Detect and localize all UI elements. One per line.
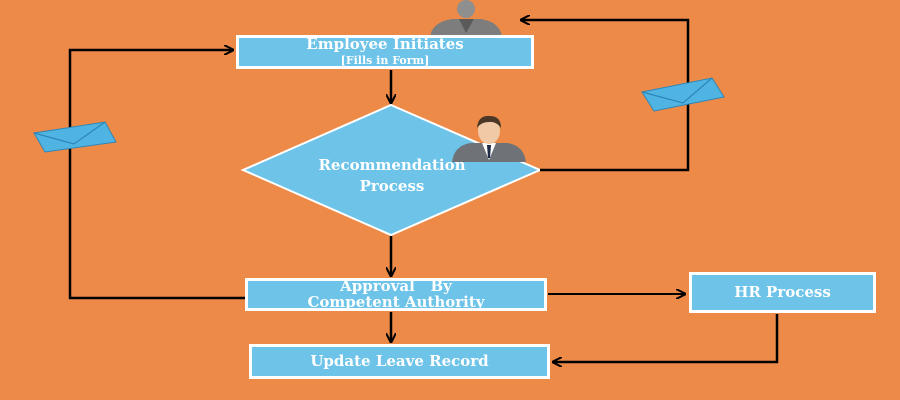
employee-initiates-subtitle: [Fills in Form] <box>340 54 430 68</box>
hr-process-label: HR Process <box>734 282 831 301</box>
recommendation-line2: Process <box>359 177 425 195</box>
employee-initiates-node: Employee Initiates [Fills in Form] <box>236 35 534 69</box>
connector-approval-back-to-employee <box>68 50 245 300</box>
employee-initiates-title: Employee Initiates <box>306 35 464 54</box>
person-icon <box>430 0 502 37</box>
recommendation-node-label: Recommendation Process <box>262 155 522 197</box>
update-leave-record-node: Update Leave Record <box>249 344 550 379</box>
approval-line2: Competent Authority <box>307 292 485 311</box>
connector-hr-to-update <box>553 314 779 362</box>
update-leave-record-label: Update Leave Record <box>310 351 489 370</box>
envelope-icon <box>641 77 725 112</box>
envelope-icon <box>33 121 117 153</box>
recommendation-line1: Recommendation <box>318 156 466 174</box>
person-icon <box>452 115 526 162</box>
hr-process-node: HR Process <box>689 272 876 313</box>
approval-line1: Approval By <box>340 276 452 295</box>
approval-node: Approval By Competent Authority <box>245 278 547 311</box>
